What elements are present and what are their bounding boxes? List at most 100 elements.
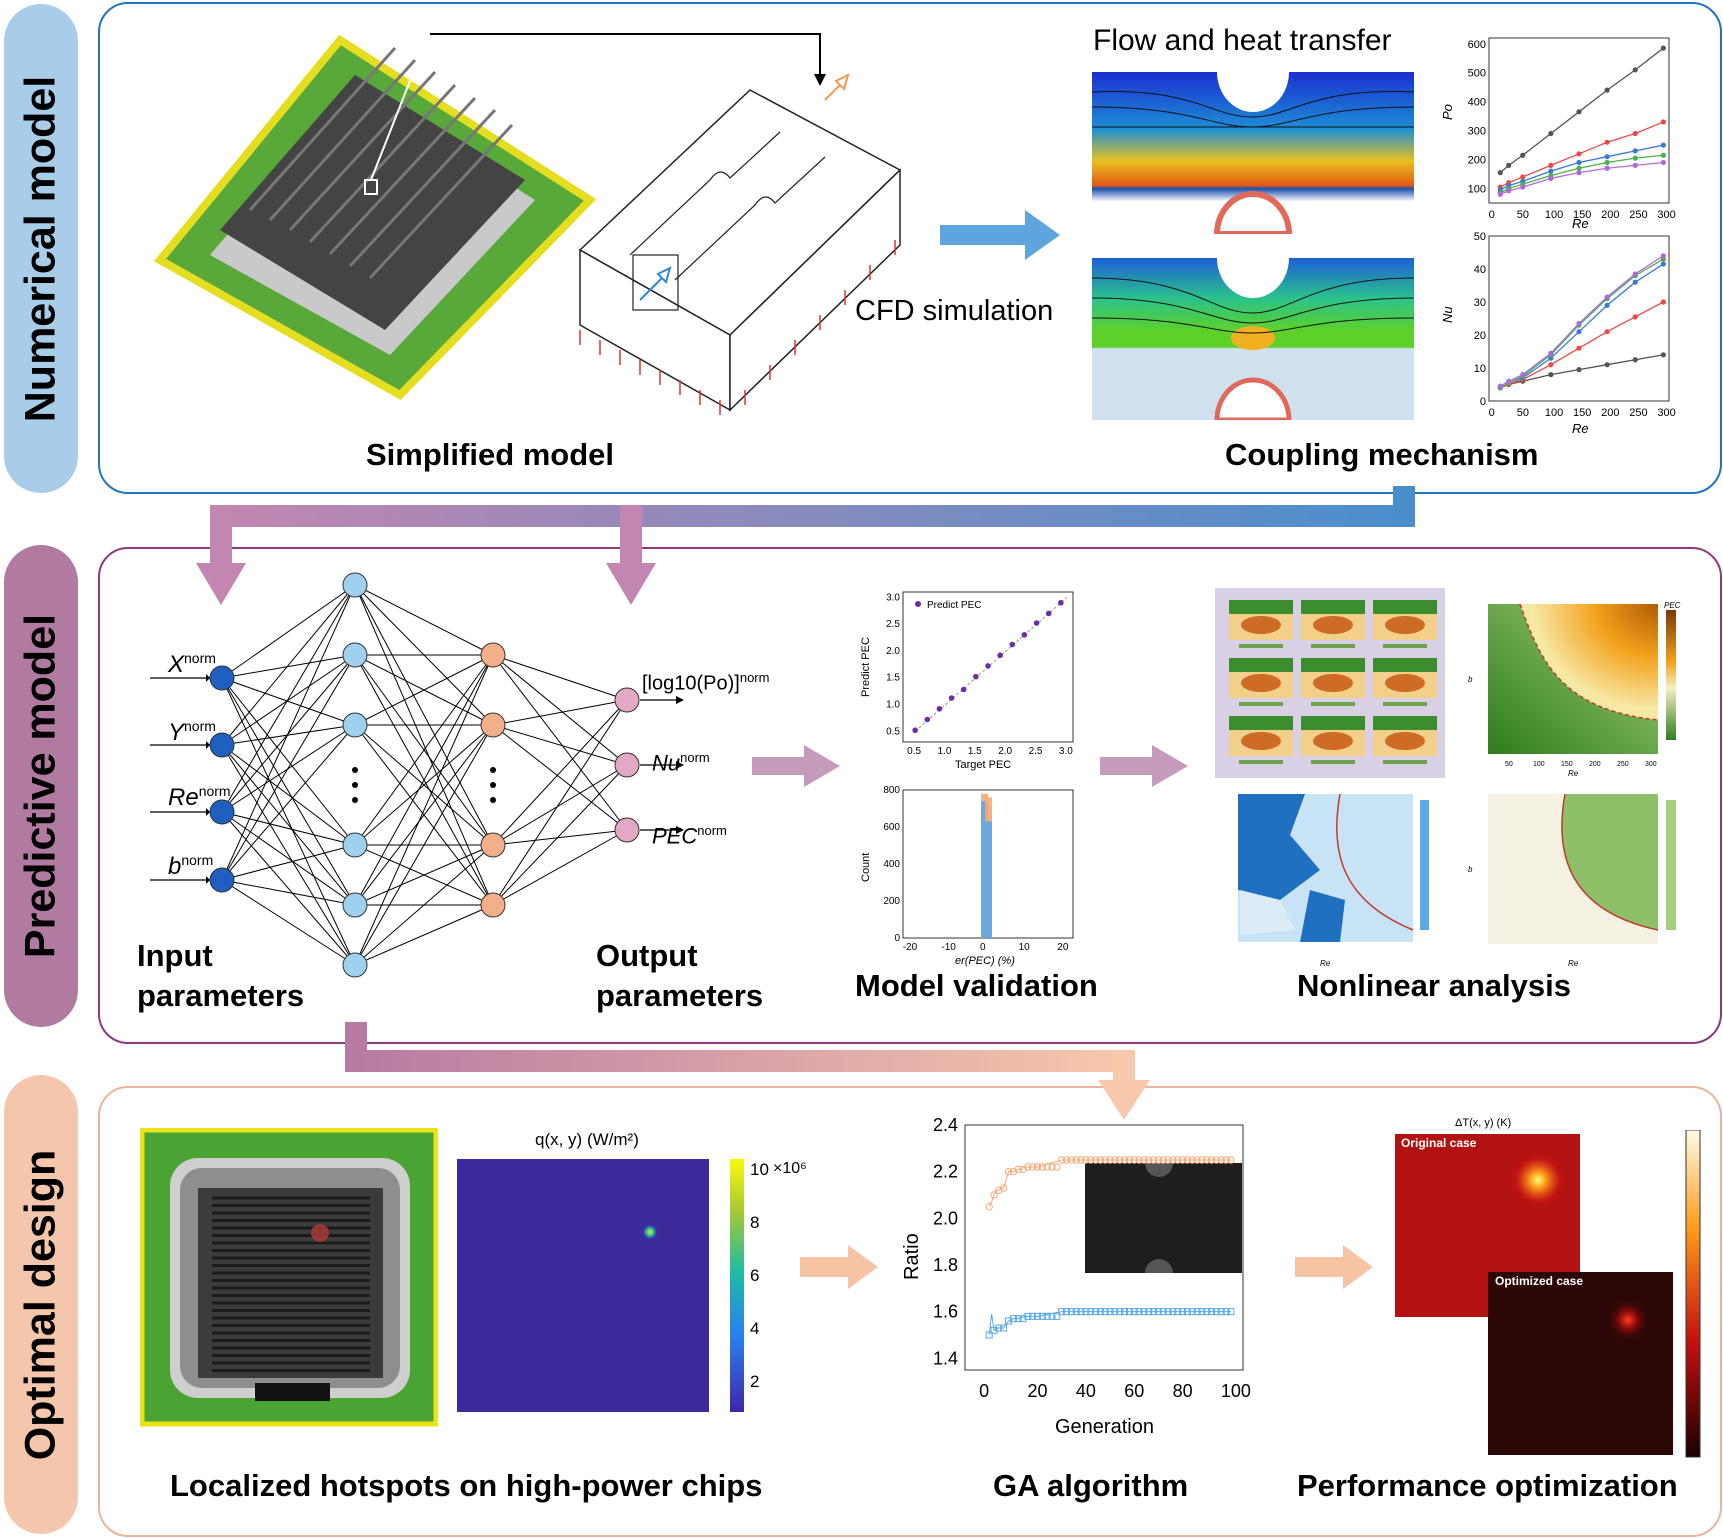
- mini-map-band: [1229, 658, 1293, 672]
- data-point: [1125, 1308, 1133, 1316]
- cfd-field-bottom: [1092, 258, 1414, 420]
- tick-label: 1.0: [938, 746, 952, 757]
- data-point: [1009, 641, 1016, 648]
- tick-label: 10: [750, 1160, 769, 1179]
- tick-label: 250: [1617, 761, 1629, 768]
- map-xlabel: Re: [1320, 959, 1331, 968]
- x-region-map: Re: [1238, 793, 1429, 968]
- data-point: [1014, 1315, 1022, 1323]
- data-point: [1140, 1156, 1148, 1164]
- histogram-bar: [981, 801, 989, 938]
- data-point: [1135, 1308, 1143, 1316]
- network-connection: [221, 879, 356, 966]
- network-connection: [221, 724, 356, 881]
- network-connection: [221, 654, 356, 881]
- input-label-b: bnorm: [168, 852, 213, 881]
- network-connection: [354, 654, 494, 966]
- arrowhead: [206, 876, 210, 884]
- data-point: [1576, 170, 1582, 176]
- caption-model-validation: Model validation: [855, 968, 1098, 1003]
- mini-map-hot: [1385, 732, 1425, 750]
- tick-label: 1.4: [933, 1348, 958, 1368]
- data-point: [1604, 159, 1610, 166]
- data-point: [1207, 1156, 1216, 1164]
- tick-label: 0.5: [886, 726, 900, 737]
- network-connection: [354, 724, 494, 966]
- data-point: [1009, 1315, 1017, 1323]
- data-point: [1198, 1156, 1206, 1164]
- data-point: [1150, 1308, 1158, 1316]
- ellipsis-dot: [490, 782, 496, 788]
- output-sup: norm: [697, 823, 727, 838]
- data-point: [1004, 1167, 1013, 1176]
- tick-label: 10: [1019, 942, 1031, 953]
- data-point: [1164, 1156, 1172, 1164]
- data-point: [1632, 357, 1638, 363]
- data-point: [1178, 1156, 1187, 1164]
- arrowhead: [206, 741, 210, 749]
- data-point: [1096, 1308, 1104, 1316]
- data-point: [1062, 1156, 1071, 1164]
- tick-label: -20: [903, 942, 918, 953]
- data-point: [1660, 142, 1666, 148]
- caption-output-1: Output: [596, 938, 698, 973]
- data-point: [1082, 1308, 1090, 1316]
- data-point: [985, 663, 991, 669]
- data-point: [1077, 1156, 1085, 1164]
- mini-map-band: [1373, 600, 1437, 614]
- flow-title: Flow and heat transfer: [1093, 24, 1392, 57]
- mini-map-band: [1373, 716, 1437, 730]
- data-point: [985, 1331, 993, 1339]
- network-node: [614, 817, 640, 843]
- data-point: [1217, 1156, 1225, 1164]
- mini-map-band: [1301, 658, 1365, 672]
- mini-map-band: [1229, 716, 1293, 730]
- data-point: [1632, 155, 1638, 161]
- data-point: [1174, 1156, 1182, 1164]
- data-point: [1217, 1308, 1225, 1316]
- network-connection: [354, 904, 494, 966]
- data-point: [1043, 1163, 1051, 1171]
- data-point: [997, 652, 1003, 659]
- data-point: [1106, 1156, 1114, 1164]
- mini-map-hot: [1385, 674, 1425, 692]
- input-sup: norm: [184, 718, 216, 734]
- data-point: [1548, 362, 1554, 368]
- tick-label: 3.0: [1059, 746, 1073, 757]
- network-node: [209, 867, 235, 893]
- blue-process-arrow: [940, 210, 1060, 260]
- data-point: [1576, 320, 1582, 327]
- tick-label: 8: [750, 1213, 759, 1232]
- data-point: [1632, 162, 1638, 168]
- data-point: [1048, 1312, 1056, 1320]
- ellipsis-dot: [352, 767, 358, 773]
- data-point: [1043, 1312, 1051, 1320]
- tick-label: 200: [1601, 407, 1619, 419]
- data-point: [990, 1326, 998, 1334]
- peach-process-arrow-1: [800, 1245, 878, 1289]
- network-node: [480, 892, 506, 918]
- tick-label: 50: [1517, 209, 1529, 221]
- tick-label: 30: [1474, 297, 1486, 309]
- data-point: [1520, 152, 1526, 158]
- tick-label: 6: [750, 1266, 759, 1285]
- data-point: [1019, 1315, 1027, 1323]
- data-point: [1130, 1308, 1138, 1316]
- data-point: [1604, 329, 1610, 335]
- data-point: [1193, 1308, 1201, 1316]
- data-point: [1154, 1308, 1162, 1316]
- tick-label: 2.2: [933, 1162, 958, 1182]
- data-point: [1576, 329, 1582, 335]
- network-connection: [221, 584, 356, 746]
- data-point: [1145, 1156, 1153, 1164]
- delta-t-maps: Original case Optimized case: [1395, 1130, 1701, 1458]
- mini-map-hot: [1313, 616, 1353, 634]
- input-sup: norm: [184, 650, 216, 666]
- tick-label: 1.8: [933, 1255, 958, 1275]
- mini-colorbar: [1239, 644, 1283, 648]
- tick-label: 150: [1573, 209, 1591, 221]
- tick-label: 300: [1657, 407, 1675, 419]
